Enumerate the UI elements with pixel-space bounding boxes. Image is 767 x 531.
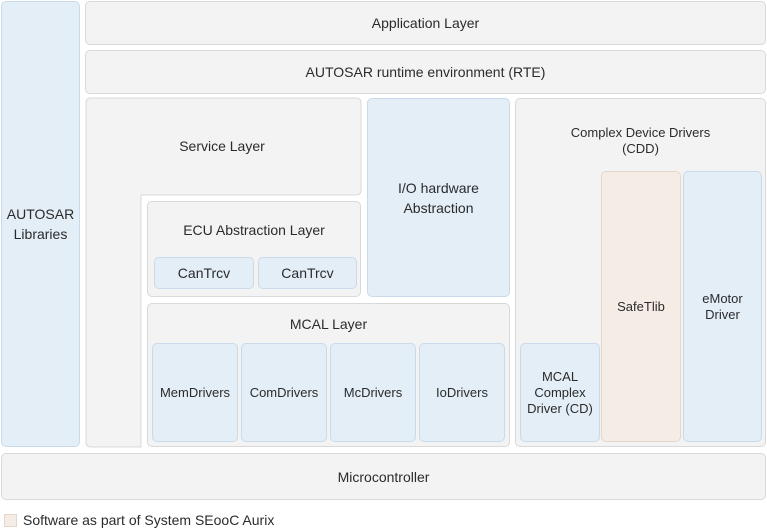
io-hw-label-line2: Abstraction [403,199,474,216]
safetlib-label: SafeTlib [617,298,665,314]
mcdrivers-label: McDrivers [343,384,403,400]
rte-label: AUTOSAR runtime environment (RTE) [305,64,546,80]
application-layer-label: Application Layer [371,15,480,31]
cantrcv-box: CanTrcv [258,257,357,289]
rte-block: AUTOSAR runtime environment (RTE) [85,50,766,94]
memdrivers-box: MemDrivers [152,343,238,442]
mcal-complex-driver-box: MCAL Complex Driver (CD) [520,343,600,442]
iodrivers-box: IoDrivers [419,343,505,442]
cantrcv-label: CanTrcv [281,265,334,281]
emotor-line1: eMotor [702,290,743,306]
application-layer-block: Application Layer [85,1,766,45]
mcal-cd-line1: MCAL [541,368,579,384]
cdd-title-line1: Complex Device Drivers [570,125,711,140]
cdd-title: Complex Device Drivers (CDD) [516,125,765,157]
libraries-label-line1: AUTOSAR [6,206,75,222]
emotor-line2: Driver [705,306,740,322]
io-hardware-abstraction-block: I/O hardware Abstraction [367,98,510,297]
cantrcv-label: CanTrcv [177,265,231,281]
safetlib-box: SafeTlib [601,171,681,442]
legend: Software as part of System SEooC Aurix [4,512,274,528]
iodrivers-label: IoDrivers [435,384,488,400]
service-layer-label: Service Layer [179,138,265,154]
legend-label: Software as part of System SEooC Aurix [23,512,275,528]
mcal-cd-line3: Driver (CD) [527,400,593,416]
comdrivers-box: ComDrivers [241,343,327,442]
mcal-cd-line2: Complex [534,384,586,400]
microcontroller-label: Microcontroller [337,468,430,485]
memdrivers-label: MemDrivers [159,384,231,400]
mcal-layer-title: MCAL Layer [289,316,368,332]
autosar-libraries-block: AUTOSAR Libraries [1,1,80,447]
microcontroller-block: Microcontroller [1,453,766,500]
comdrivers-label: ComDrivers [249,384,319,400]
legend-swatch [4,513,17,527]
ecu-abstraction-title: ECU Abstraction Layer [183,222,325,238]
emotor-driver-box: eMotor Driver [683,171,762,442]
cantrcv-box: CanTrcv [154,257,254,289]
mcdrivers-box: McDrivers [330,343,416,442]
cdd-title-line2: (CDD) [622,141,659,156]
io-hw-label-line1: I/O hardware [398,179,479,196]
libraries-label-line2: Libraries [13,226,68,242]
